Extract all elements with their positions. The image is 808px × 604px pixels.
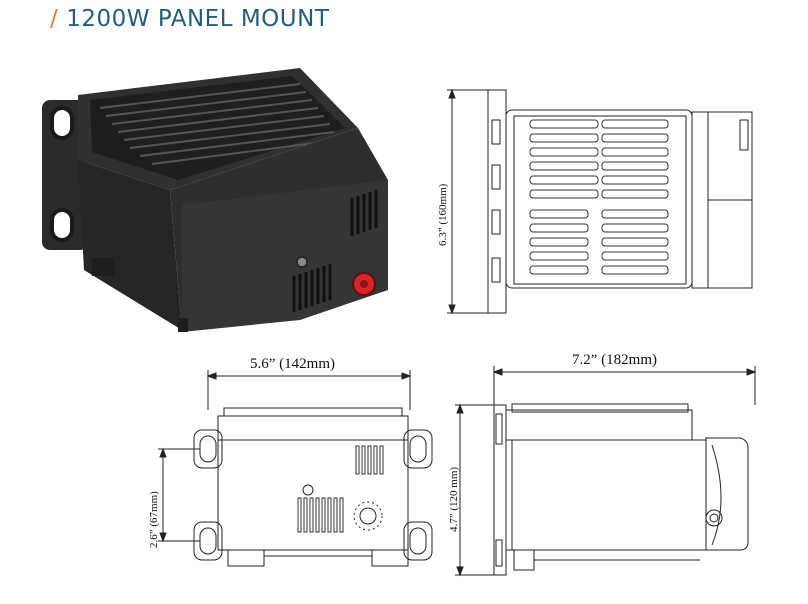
title-slash: / [50, 6, 59, 32]
title-text: 1200W PANEL MOUNT [66, 6, 330, 32]
dim-front-width: 5.6” (142mm) [250, 356, 335, 372]
front-view-drawing [158, 370, 433, 567]
top-view-drawing [455, 366, 757, 577]
side-view-drawing [447, 88, 753, 315]
product-photo [42, 68, 388, 332]
dim-front-mount-height: 2.6” (67mm) [148, 491, 160, 548]
dim-top-length: 7.2” (182mm) [572, 352, 657, 368]
dim-side-height: 6.3” (160mm) [437, 183, 449, 246]
page-title: / 1200W PANEL MOUNT [50, 6, 329, 32]
dim-top-height: 4.7” (120 mm) [448, 466, 460, 532]
